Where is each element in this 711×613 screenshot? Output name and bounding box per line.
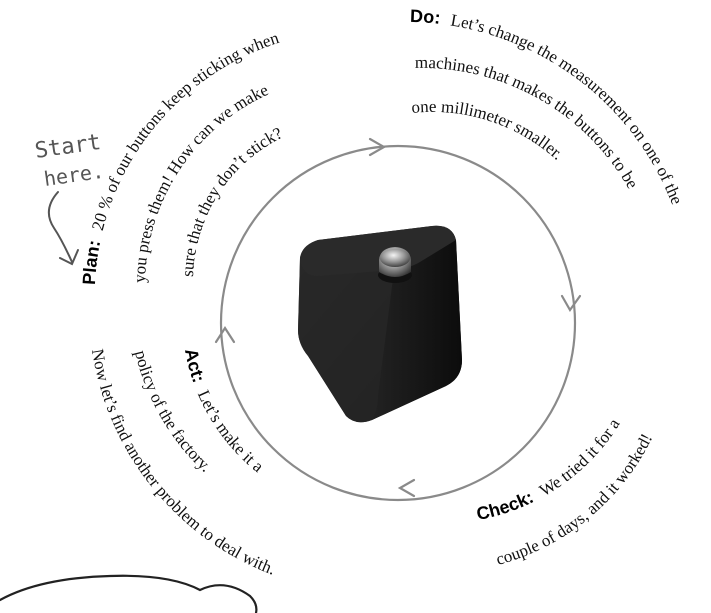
plan-label: Plan: (79, 238, 104, 285)
cycle-arrowheads (214, 137, 582, 498)
curly-arrow-icon (47, 191, 79, 266)
cycle-ring (219, 144, 577, 502)
arrowhead-top (368, 137, 387, 157)
do-line-3: one millimeter smaller. (411, 97, 568, 164)
start-note-line2: here. (42, 159, 105, 191)
black-cube-icon (298, 225, 462, 423)
phase-act: Act: Let’s make it a policy of the facto… (88, 347, 278, 579)
check-label: Check: (475, 487, 537, 524)
start-note-line1: Start (33, 130, 102, 164)
phase-do: Do: Let’s change the measurement on one … (410, 6, 687, 207)
phase-plan: Plan: 20 % of our buttons keep sticking … (79, 28, 285, 285)
arrowhead-bottom (397, 478, 416, 498)
arrowhead-right (560, 294, 582, 313)
act-label: Act: (181, 347, 209, 385)
speech-bubble-fragment (0, 574, 258, 613)
plan-text-1: 20 % of our buttons keep sticking when (88, 28, 282, 233)
cube-button-icon (378, 247, 412, 283)
phase-check: Check: We tried it for a couple of days,… (475, 415, 656, 569)
arrowhead-left (214, 325, 236, 344)
do-label: Do: (410, 6, 442, 28)
